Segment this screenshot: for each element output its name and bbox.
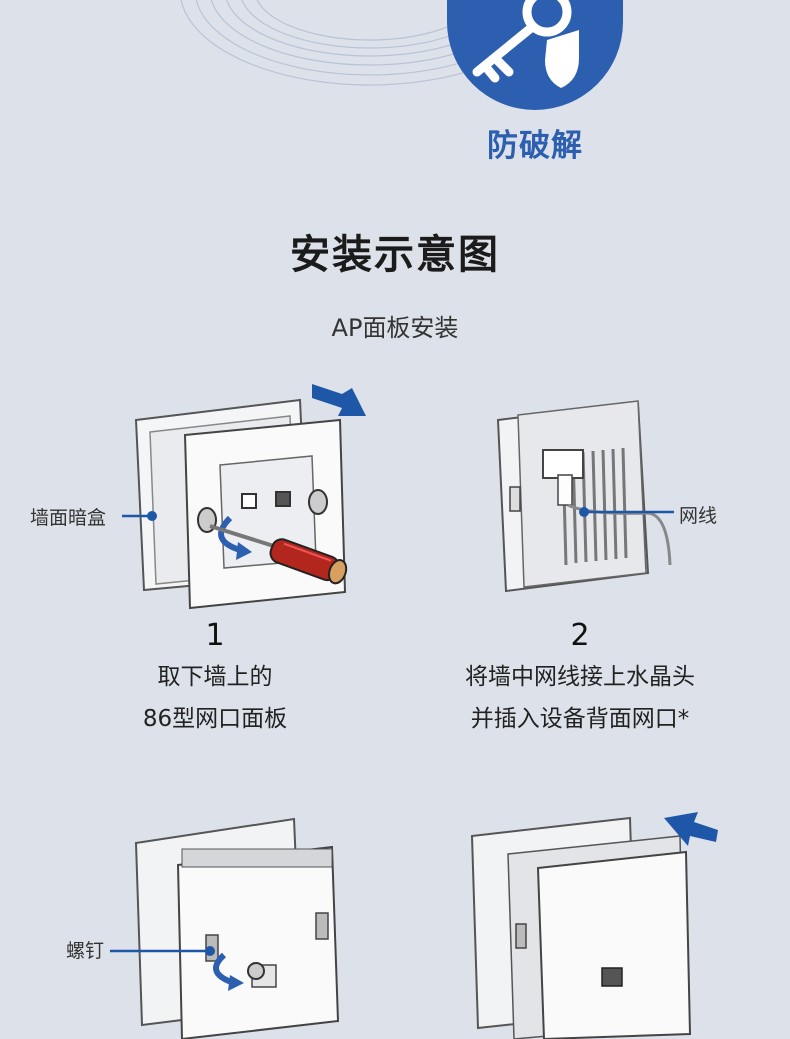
step2-number: 2 (570, 618, 590, 653)
badge-label: 防破解 (487, 128, 583, 164)
callout-wall-box: 墙面暗盒 (30, 507, 107, 529)
step1-line1: 取下墙上的 (157, 664, 273, 690)
step1-line2: 86型网口面板 (142, 706, 288, 732)
callout-pointer-2 (579, 507, 674, 517)
decorative-arcs (180, 0, 560, 86)
callout-pointer-1 (122, 511, 157, 521)
step2-line1: 将墙中网线接上水晶头 (465, 664, 695, 690)
step1-illustration (134, 384, 366, 610)
callout-cable: 网线 (679, 505, 718, 527)
section-subtitle: AP面板安装 (331, 314, 459, 342)
section-title: 安装示意图 (290, 232, 500, 278)
step3-illustration (134, 817, 340, 1039)
step2-line2: 并插入设备背面网口* (470, 706, 690, 732)
step4-illustration (470, 812, 718, 1039)
step1-number: 1 (205, 618, 225, 653)
callout-pointer-3 (110, 946, 215, 956)
callout-screw: 螺钉 (66, 940, 105, 962)
step2-illustration (496, 400, 672, 593)
key-shield-icon (472, 0, 579, 88)
